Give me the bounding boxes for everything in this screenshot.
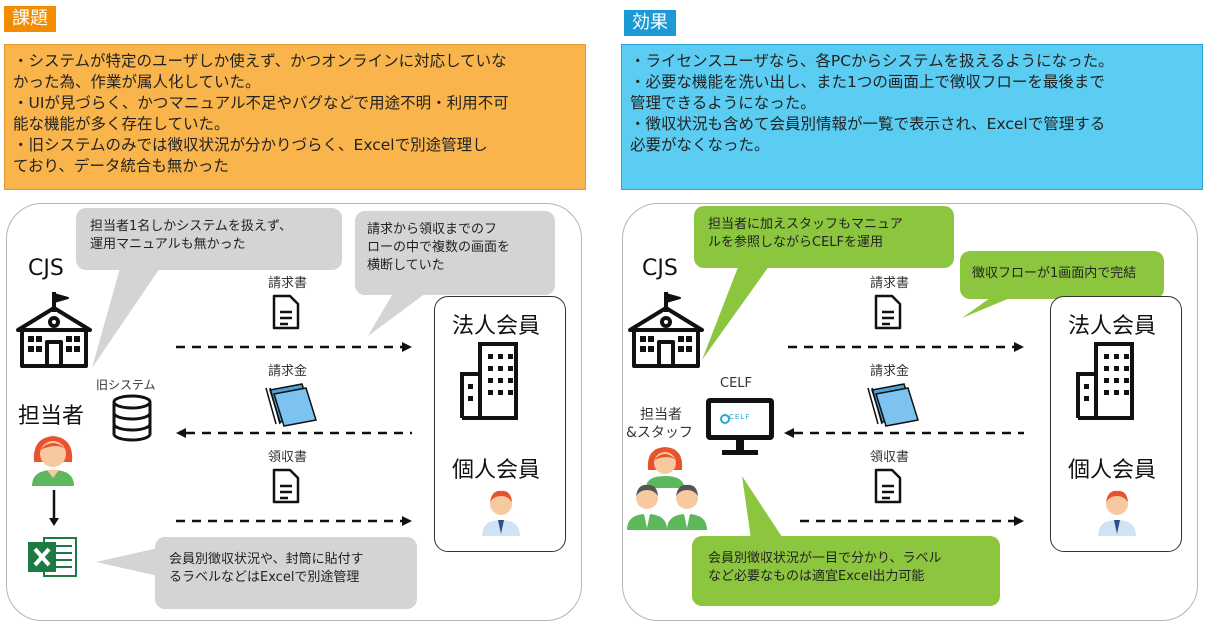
receipt-label: 領収書	[870, 450, 910, 465]
bubble-status-overview: 会員別徴収状況が一目で分かり、ラベル など必要なものは適宜Excel出力可能	[692, 536, 1000, 606]
effect-line: ・徴収状況も含めて会員別情報が一覧で表示され、Excelで管理する	[630, 115, 1106, 133]
problem-line: ており、データ統合も無かった	[13, 157, 229, 175]
problem-description: ・システムが特定のユーザしか使えず、かつオンラインに対応していな かった為、作業…	[4, 44, 586, 190]
bubble-single-screen: 徴収フローが1画面内で完結	[960, 251, 1164, 299]
operator-person-icon	[32, 436, 74, 486]
staff-person-icon	[627, 484, 667, 530]
celf-screen-logo: CELF	[729, 413, 751, 421]
problem-tag: 課題	[4, 6, 56, 32]
bubble-tail	[368, 290, 430, 336]
receipt-flow-arrow	[800, 516, 1024, 526]
corporate-member-label: 法人会員	[452, 314, 541, 339]
school-icon	[16, 292, 92, 368]
bubble-text: 担当者に加えスタッフもマニュア	[708, 217, 903, 232]
document-icon	[874, 468, 902, 504]
invoice-label: 請求書	[268, 276, 308, 291]
corporate-member-label: 法人会員	[1068, 314, 1157, 339]
problem-line: 能な機能が多く存在していた。	[13, 115, 230, 133]
money-icon	[265, 383, 317, 427]
money-icon	[867, 383, 919, 427]
bubble-staff-operate: 担当者に加えスタッフもマニュア ルを参照しながらCELFを運用	[694, 206, 954, 268]
building-icon	[460, 342, 518, 420]
problem-line: ・旧システムのみでは徴収状況が分かりづらく、Excelで別途管理し	[13, 136, 488, 154]
staff-label: 担当者	[640, 407, 682, 423]
excel-icon	[28, 537, 77, 577]
effect-line: ・ライセンスユーザなら、各PCからシステムを扱えるようになった。	[630, 52, 1114, 70]
cjs-label: CJS	[642, 256, 678, 281]
document-icon	[272, 294, 300, 330]
building-icon	[1076, 342, 1134, 420]
businessman-icon	[1098, 490, 1136, 536]
individual-member-label: 個人会員	[452, 458, 541, 483]
bubble-text: ローの中で複数の画面を	[367, 240, 511, 255]
bubble-tail	[96, 548, 158, 576]
school-icon	[628, 292, 704, 368]
staff-person-icon	[667, 484, 707, 530]
staff-label: 担当者	[18, 404, 85, 429]
celf-label: CELF	[720, 376, 753, 391]
payment-flow-arrow	[784, 428, 1024, 438]
bubble-text: など必要なものは適宜Excel出力可能	[708, 569, 925, 584]
invoice-flow-arrow	[176, 342, 412, 352]
payment-flow-arrow	[176, 428, 412, 438]
bubble-text: 会員別徴収状況が一目で分かり、ラベル	[708, 551, 942, 566]
receipt-label: 領収書	[268, 450, 308, 465]
bubble-text: 横断していた	[367, 258, 445, 273]
bubble-text: 請求から領収までのフ	[367, 222, 498, 237]
businessman-icon	[482, 490, 520, 536]
document-icon	[874, 294, 902, 330]
operator-person-icon	[646, 447, 684, 488]
bubble-tail	[742, 476, 788, 546]
bubble-text: 担当者1名しかシステムを扱えず、	[90, 219, 292, 234]
bubble-tail	[702, 262, 772, 360]
effect-line: ・必要な機能を洗い出し、また1つの画面上で徴収フローを最後まで	[630, 73, 1105, 91]
problem-line: ・システムが特定のユーザしか使えず、かつオンラインに対応していな	[13, 52, 507, 70]
bubble-text: るラベルなどはExcelで別途管理	[169, 570, 360, 585]
bubble-excel-management: 会員別徴収状況や、封筒に貼付す るラベルなどはExcelで別途管理	[155, 537, 417, 609]
bubble-text: ルを参照しながらCELFを運用	[708, 235, 884, 250]
individual-member-label: 個人会員	[1068, 458, 1157, 483]
effect-description: ・ライセンスユーザなら、各PCからシステムを扱えるようになった。 ・必要な機能を…	[621, 44, 1203, 190]
problem-line: ・UIが見づらく、かつマニュアル不足やバグなどで用途不明・利用不可	[13, 94, 509, 112]
payment-label: 請求金	[268, 364, 308, 379]
effect-line: 必要がなくなった。	[630, 136, 770, 154]
monitor-icon	[706, 398, 774, 455]
invoice-flow-arrow	[788, 342, 1024, 352]
problem-line: かった為、作業が属人化していた。	[13, 73, 261, 91]
cjs-label: CJS	[28, 256, 64, 281]
bubble-text: 徴収フローが1画面内で完結	[972, 266, 1137, 281]
bubble-single-operator: 担当者1名しかシステムを扱えず、 運用マニュアルも無かった	[76, 208, 342, 270]
bubble-text: 運用マニュアルも無かった	[90, 237, 246, 252]
effect-line: 管理できるようになった。	[630, 94, 816, 112]
receipt-flow-arrow	[176, 516, 412, 526]
down-arrow	[49, 490, 59, 526]
payment-label: 請求金	[870, 364, 910, 379]
member-box	[434, 296, 566, 552]
old-system-label: 旧システム	[96, 378, 156, 392]
database-icon	[112, 394, 152, 442]
invoice-label: 請求書	[870, 276, 910, 291]
bubble-tail	[92, 268, 160, 368]
bubble-tail	[962, 298, 1010, 318]
document-icon	[272, 468, 300, 504]
bubble-text: 会員別徴収状況や、封筒に貼付す	[169, 552, 364, 567]
bubble-multiple-screens: 請求から領収までのフ ローの中で複数の画面を 横断していた	[355, 211, 555, 295]
effect-tag: 効果	[624, 10, 676, 36]
staff-sub-label: &スタッフ	[626, 425, 693, 441]
